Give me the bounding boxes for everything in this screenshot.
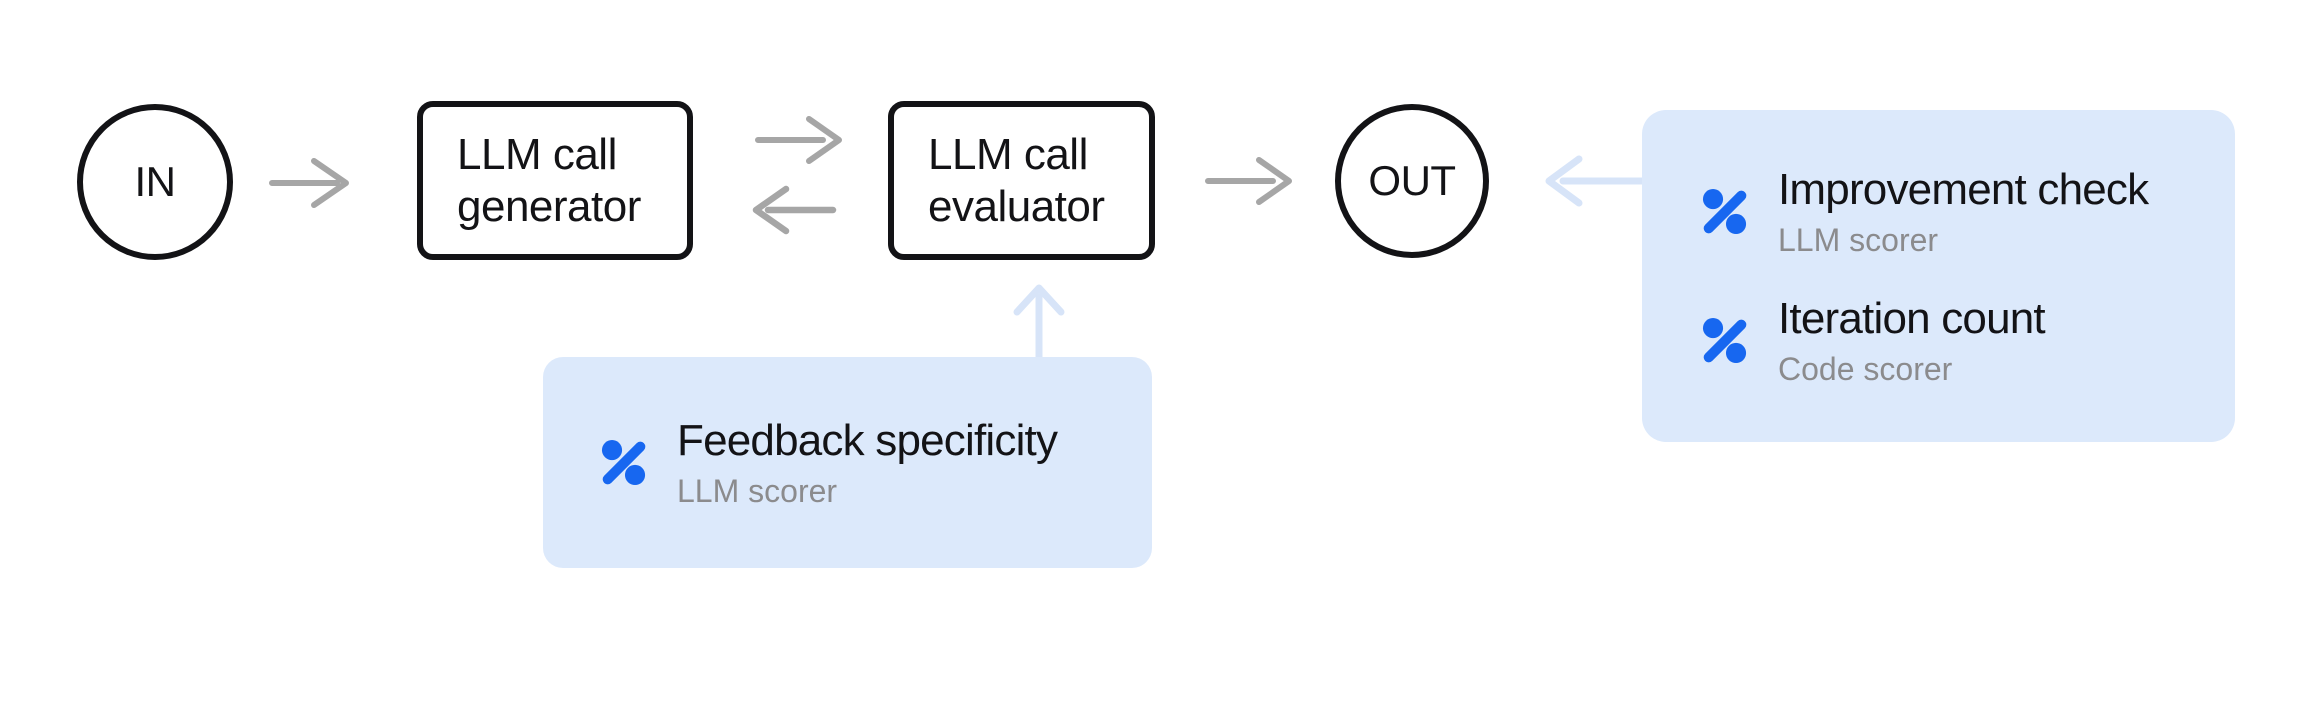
scorer-title: Feedback specificity (677, 416, 1058, 465)
arrow-evaluator-scorer-to-evaluator (1013, 284, 1065, 361)
arrow-output-scorers-to-out (1545, 155, 1647, 207)
scorer-text: Improvement check LLM scorer (1778, 164, 2149, 259)
scorer-subtitle: LLM scorer (1778, 222, 1939, 258)
node-out-label: OUT (1368, 157, 1456, 204)
percent-scorer-icon (1702, 188, 1747, 234)
arrow-in-to-generator (269, 158, 349, 208)
scorer-text: Feedback specificity LLM scorer (677, 415, 1058, 510)
scorer-title: Improvement check (1778, 165, 2149, 214)
scorer-subtitle: LLM scorer (677, 473, 838, 509)
scorer-text: Iteration count Code scorer (1778, 293, 2046, 388)
node-out: OUT (1335, 104, 1489, 258)
node-evaluator-label: LLM call evaluator (928, 129, 1105, 231)
node-in: IN (77, 104, 233, 260)
node-llm-call-evaluator: LLM call evaluator (888, 101, 1155, 260)
output-scorers-panel: Improvement check LLM scorer Iteration c… (1642, 110, 2235, 442)
scorer-item-improvement-check: Improvement check LLM scorer (1702, 164, 2215, 259)
evaluator-scorers-panel: Feedback specificity LLM scorer (543, 357, 1152, 568)
scorer-subtitle: Code scorer (1778, 351, 1953, 387)
scorer-title: Iteration count (1778, 294, 2046, 343)
node-llm-call-generator: LLM call generator (417, 101, 693, 260)
percent-scorer-icon (601, 439, 646, 485)
arrow-evaluator-to-generator (752, 185, 837, 235)
scorer-item-iteration-count: Iteration count Code scorer (1702, 293, 2215, 388)
arrow-generator-to-evaluator (755, 116, 842, 164)
arrow-evaluator-to-out (1205, 157, 1292, 205)
percent-scorer-icon (1702, 317, 1747, 363)
scorer-item-feedback-specificity: Feedback specificity LLM scorer (601, 415, 1058, 510)
node-in-label: IN (134, 158, 177, 205)
node-generator-label: LLM call generator (457, 129, 641, 231)
